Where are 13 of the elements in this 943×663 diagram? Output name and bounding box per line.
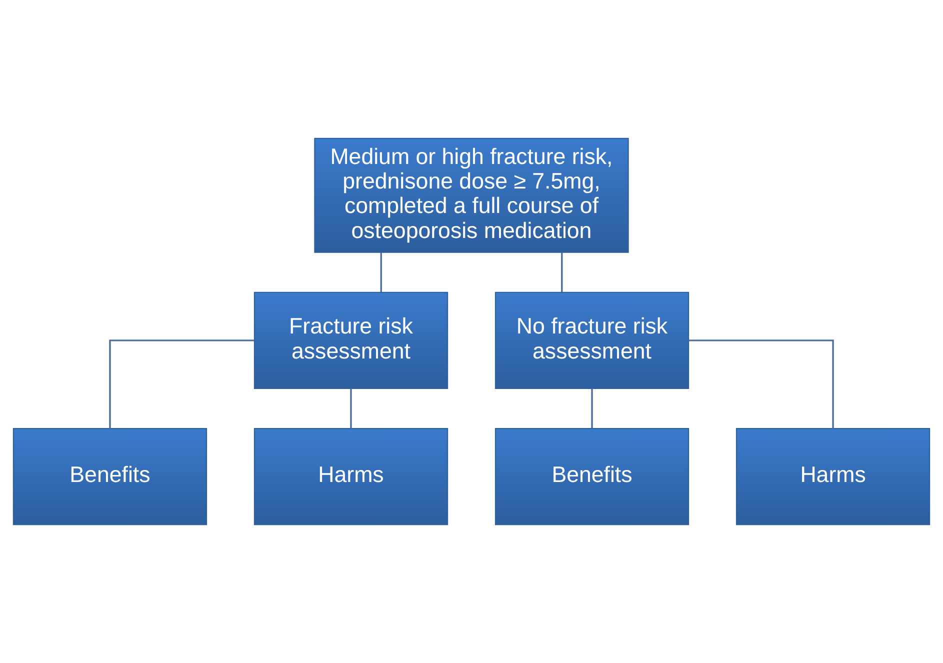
connector (109, 340, 254, 429)
connector (561, 252, 563, 292)
node-box: Harms (254, 428, 448, 526)
node-box: No fracture risk assessment (494, 292, 690, 389)
connector (688, 340, 834, 429)
connector (350, 388, 352, 429)
connector (591, 388, 593, 429)
node-box: Benefits (12, 428, 208, 526)
node-box: Fracture risk assessment (254, 292, 448, 389)
node-box: Harms (736, 428, 930, 526)
node-box: Medium or high fracture risk, prednisone dose ≥ 7.5mg, completed a full course of osteoporosis medication (314, 138, 629, 253)
node-box: Benefits (494, 428, 690, 526)
connector (380, 252, 382, 292)
